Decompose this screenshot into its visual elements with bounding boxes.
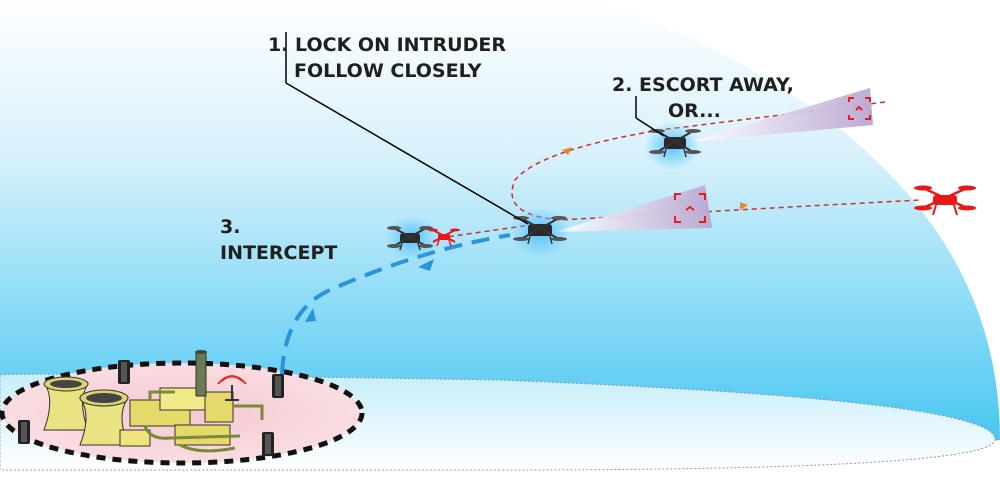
sensor-post (272, 374, 284, 398)
step2-subtitle: OR... (668, 100, 721, 122)
sensor-post (118, 360, 130, 384)
defender-drone-icon (649, 129, 701, 158)
step2-title: 2. ESCORT AWAY, (612, 74, 794, 96)
step3-number: 3. (220, 216, 241, 238)
perimeter-boundary (0, 360, 365, 466)
target-reticle-icon (848, 97, 871, 120)
step3-title: INTERCEPT (220, 242, 338, 264)
intruder-drone-icon (914, 185, 976, 216)
intercept-arrow-icon (418, 259, 434, 271)
radar-signal-icon (217, 375, 247, 385)
intruder-drone-icon (428, 228, 460, 247)
intercept-arrow-icon (305, 308, 316, 322)
industrial-facility (43, 350, 264, 453)
callout-leader-step1 (285, 82, 529, 225)
protection-dome (0, 0, 1000, 448)
step1-subtitle: FOLLOW CLOSELY (294, 60, 482, 82)
callout-leader-step2 (635, 117, 665, 137)
path-arrow-icon (562, 147, 572, 155)
chimney (195, 351, 207, 397)
sensor-cone (555, 185, 712, 232)
intercept-flight-path (280, 233, 511, 375)
step1-title: 1. LOCK ON INTRUDER (268, 34, 506, 56)
target-reticle-icon (674, 193, 706, 223)
path-arrow-icon (740, 202, 748, 210)
sensor-post (262, 432, 274, 456)
defender-drone-icon (387, 226, 433, 251)
sensor-cone (690, 88, 873, 142)
sensor-post (18, 420, 30, 444)
